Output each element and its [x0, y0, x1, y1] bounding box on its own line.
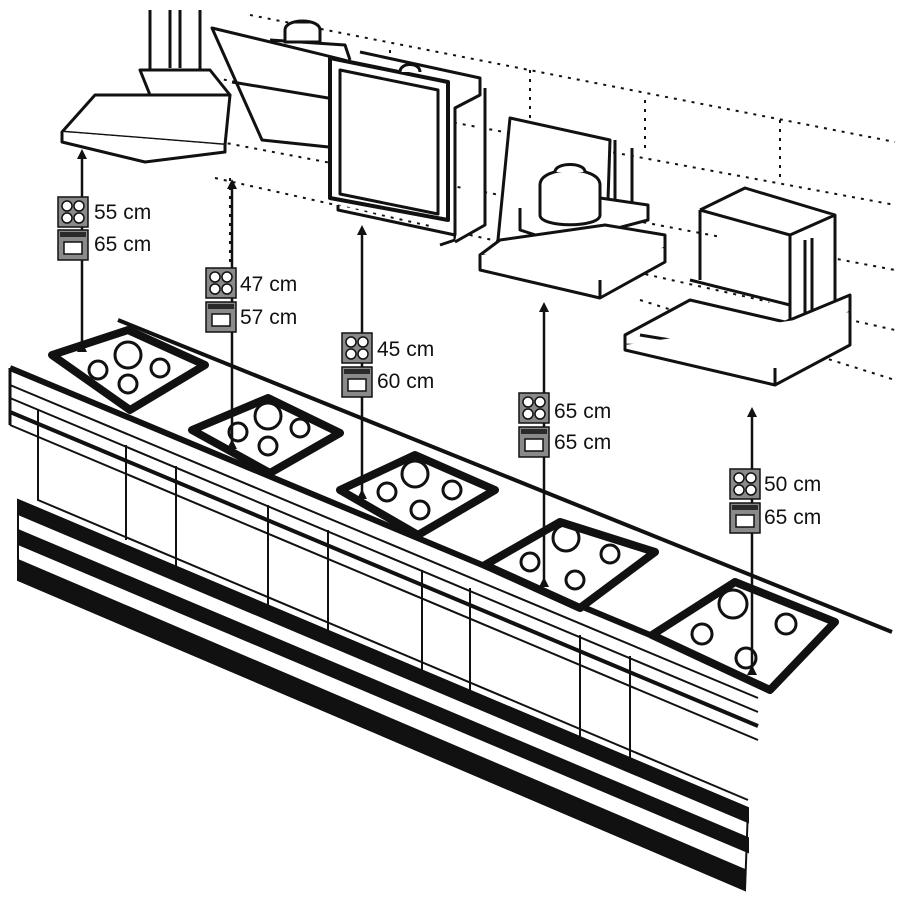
clearance-label-4: 65 cm 65 cm	[518, 392, 611, 458]
kickboard	[17, 498, 750, 892]
electric-cooker-icon	[205, 301, 237, 333]
hob-5	[648, 578, 839, 694]
electric-clearance-value: 65 cm	[764, 506, 821, 529]
gas-hob-icon	[341, 332, 373, 364]
countertop	[8, 318, 893, 741]
clearance-label-2: 47 cm 57 cm	[205, 267, 297, 333]
hob-1	[48, 326, 209, 414]
electric-clearance-value: 57 cm	[240, 306, 297, 329]
electric-cooker-icon	[57, 229, 89, 261]
clearance-label-1: 55 cm 65 cm	[57, 196, 151, 261]
hob-4	[481, 518, 659, 612]
hob-2	[188, 394, 344, 477]
gas-hob-icon	[57, 196, 89, 228]
flat-cabinet-hood	[328, 50, 487, 247]
gas-clearance-value: 45 cm	[377, 338, 434, 361]
gas-clearance-value: 55 cm	[94, 201, 151, 224]
electric-cooker-icon	[341, 366, 373, 398]
electric-cooker-icon	[518, 426, 550, 458]
electric-cooker-icon	[729, 502, 761, 534]
gas-clearance-value: 47 cm	[240, 273, 297, 296]
canopy-hood	[478, 116, 667, 300]
clearance-label-3: 45 cm 60 cm	[341, 332, 434, 398]
electric-clearance-value: 60 cm	[377, 370, 434, 393]
gas-clearance-value: 50 cm	[764, 473, 821, 496]
chimney-hood	[60, 10, 232, 164]
gas-hob-icon	[729, 468, 761, 500]
gas-hob-icon	[205, 267, 237, 299]
hob-3	[336, 451, 499, 539]
electric-clearance-value: 65 cm	[94, 233, 151, 256]
gas-clearance-value: 65 cm	[554, 400, 611, 423]
slim-builtin-hood	[623, 186, 852, 387]
electric-clearance-value: 65 cm	[554, 431, 611, 454]
clearance-label-5: 50 cm 65 cm	[729, 468, 821, 534]
gas-hob-icon	[518, 392, 550, 424]
